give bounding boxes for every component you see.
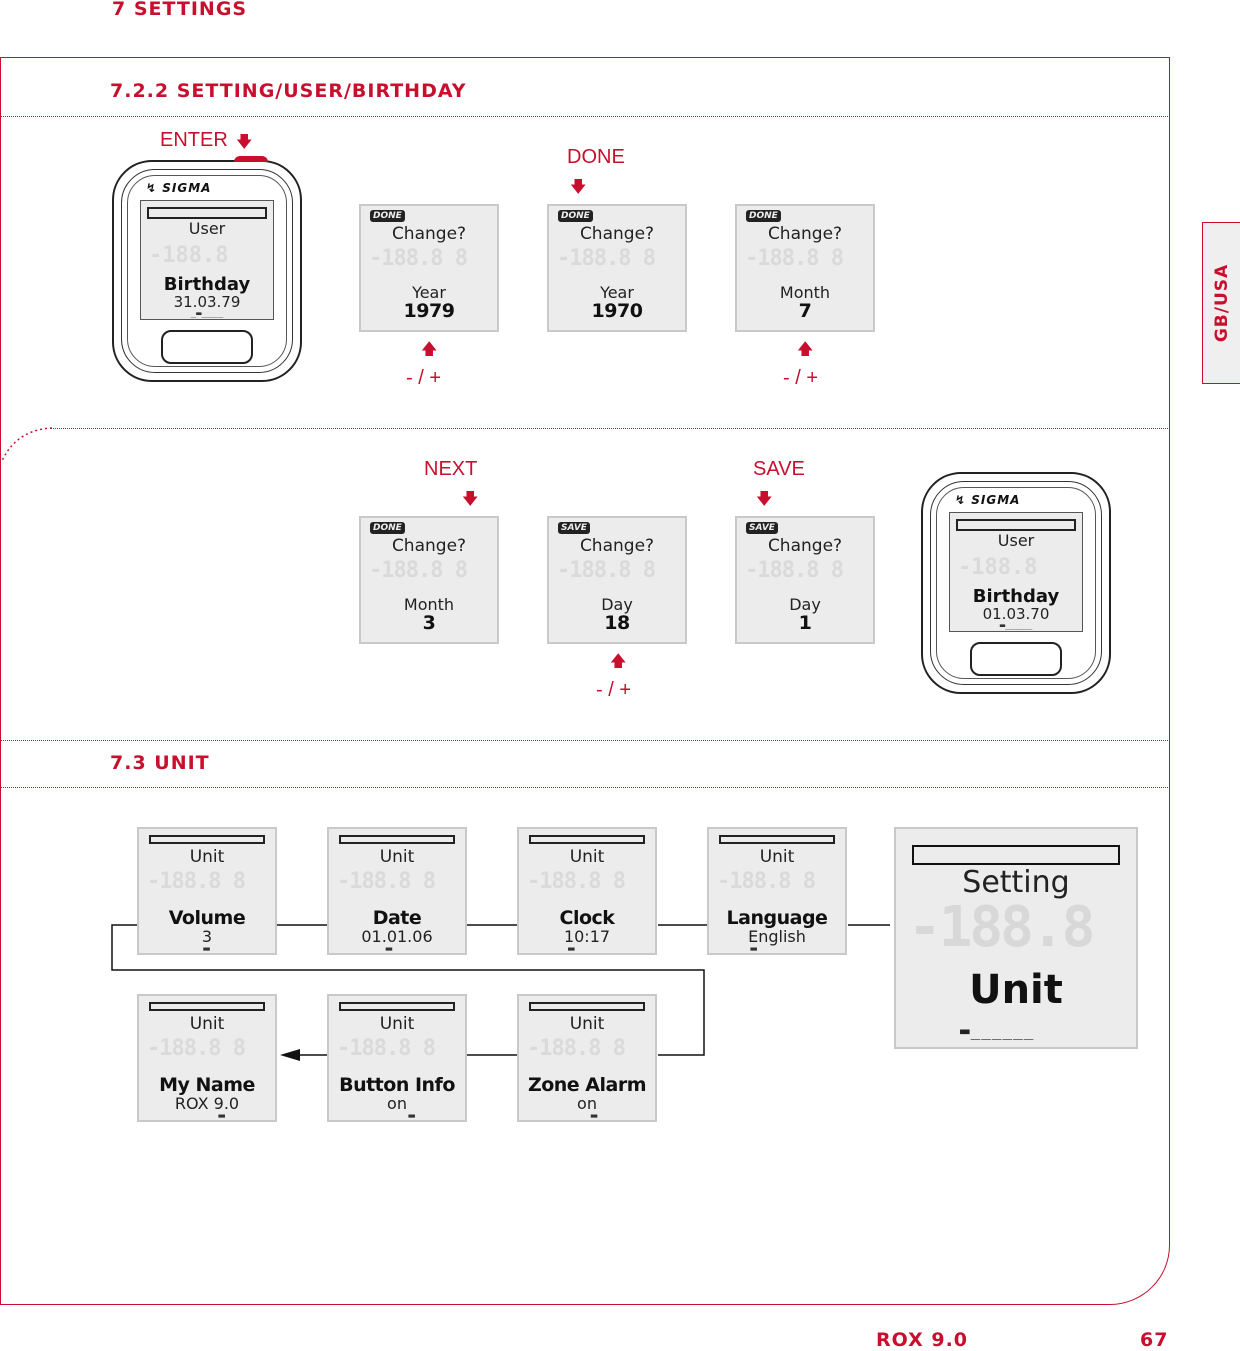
- device-button: [161, 330, 253, 364]
- divider: [0, 740, 1170, 741]
- bike-computer-device: ↯ SIGMA User -188.8 Birthday 31.03.79 _▬…: [112, 156, 302, 382]
- language-side-tab: GB/USA: [1202, 222, 1240, 384]
- lcd-screen: DONE Change? -188.8 8 Month 7: [735, 204, 875, 332]
- lcd-screen: SAVE Change? -188.8 8 Day 18: [547, 516, 687, 644]
- save-label: SAVE: [753, 458, 805, 480]
- chapter-header: 7 SETTINGS: [112, 0, 248, 20]
- frame-left-rule: [0, 57, 1, 1305]
- lcd-screen: Unit -188.8 8 Zone Alarm on ____▬__: [517, 994, 657, 1122]
- done-label: DONE: [567, 146, 625, 168]
- lcd-screen: Unit -188.8 8 Clock 10:17 _▬_____: [517, 827, 657, 955]
- sigma-logo: ↯ SIGMA: [146, 181, 212, 195]
- page-number: 67: [1140, 1329, 1169, 1351]
- content-frame: [0, 57, 1170, 1305]
- lcd-screen: Unit -188.8 8 My Name ROX 9.0 _____▬_: [137, 994, 277, 1122]
- next-label: NEXT: [424, 458, 478, 480]
- section-title-unit: 7.3 UNIT: [110, 752, 210, 774]
- minus-plus-label: - / +: [406, 367, 442, 389]
- arrow-up-icon: 🡅: [421, 339, 438, 358]
- minus-plus-label: - / +: [783, 367, 819, 389]
- sigma-logo: ↯ SIGMA: [955, 493, 1021, 507]
- divider: [50, 428, 1170, 429]
- divider: [0, 116, 1170, 117]
- device-display: User -188.8 Birthday 01.03.70 ▬_____: [949, 512, 1083, 632]
- arrow-down-icon: 🡇: [462, 489, 479, 508]
- lcd-screen: Unit -188.8 8 Language English ▬______: [707, 827, 847, 955]
- arrow-up-icon: 🡅: [610, 651, 627, 670]
- device-display: User -188.8 Birthday 31.03.79 _▬____: [140, 200, 274, 320]
- bike-computer-device: ↯ SIGMA User -188.8 Birthday 01.03.70 ▬_…: [921, 472, 1111, 694]
- lcd-screen: Unit -188.8 8 Button Info on _____▬_: [327, 994, 467, 1122]
- enter-label: ENTER: [160, 129, 228, 151]
- lcd-screen: DONE Change? -188.8 8 Month 3: [359, 516, 499, 644]
- divider-curve: [1, 427, 53, 462]
- lcd-screen: Unit -188.8 8 Date 01.01.06 __▬____: [327, 827, 467, 955]
- large-lcd-screen: Setting -188.8 Unit ▬______: [894, 827, 1138, 1049]
- divider: [0, 787, 1170, 788]
- arrow-up-icon: 🡅: [797, 339, 814, 358]
- product-name: ROX 9.0: [876, 1329, 969, 1351]
- lcd-screen: DONE Change? -188.8 8 Year 1970: [547, 204, 687, 332]
- device-button: [970, 642, 1062, 676]
- minus-plus-label: - / +: [596, 679, 632, 701]
- section-title-birthday: 7.2.2 SETTING/USER/BIRTHDAY: [110, 80, 467, 102]
- arrow-down-icon: 🡇: [570, 177, 587, 196]
- enter-button-highlight: [234, 156, 268, 162]
- lcd-screen: SAVE Change? -188.8 8 Day 1: [735, 516, 875, 644]
- lcd-screen: DONE Change? -188.8 8 Year 1979: [359, 204, 499, 332]
- arrow-down-icon: 🡇: [236, 132, 253, 151]
- arrow-down-icon: 🡇: [756, 489, 773, 508]
- lcd-screen: Unit -188.8 8 Volume 3 ___▬___: [137, 827, 277, 955]
